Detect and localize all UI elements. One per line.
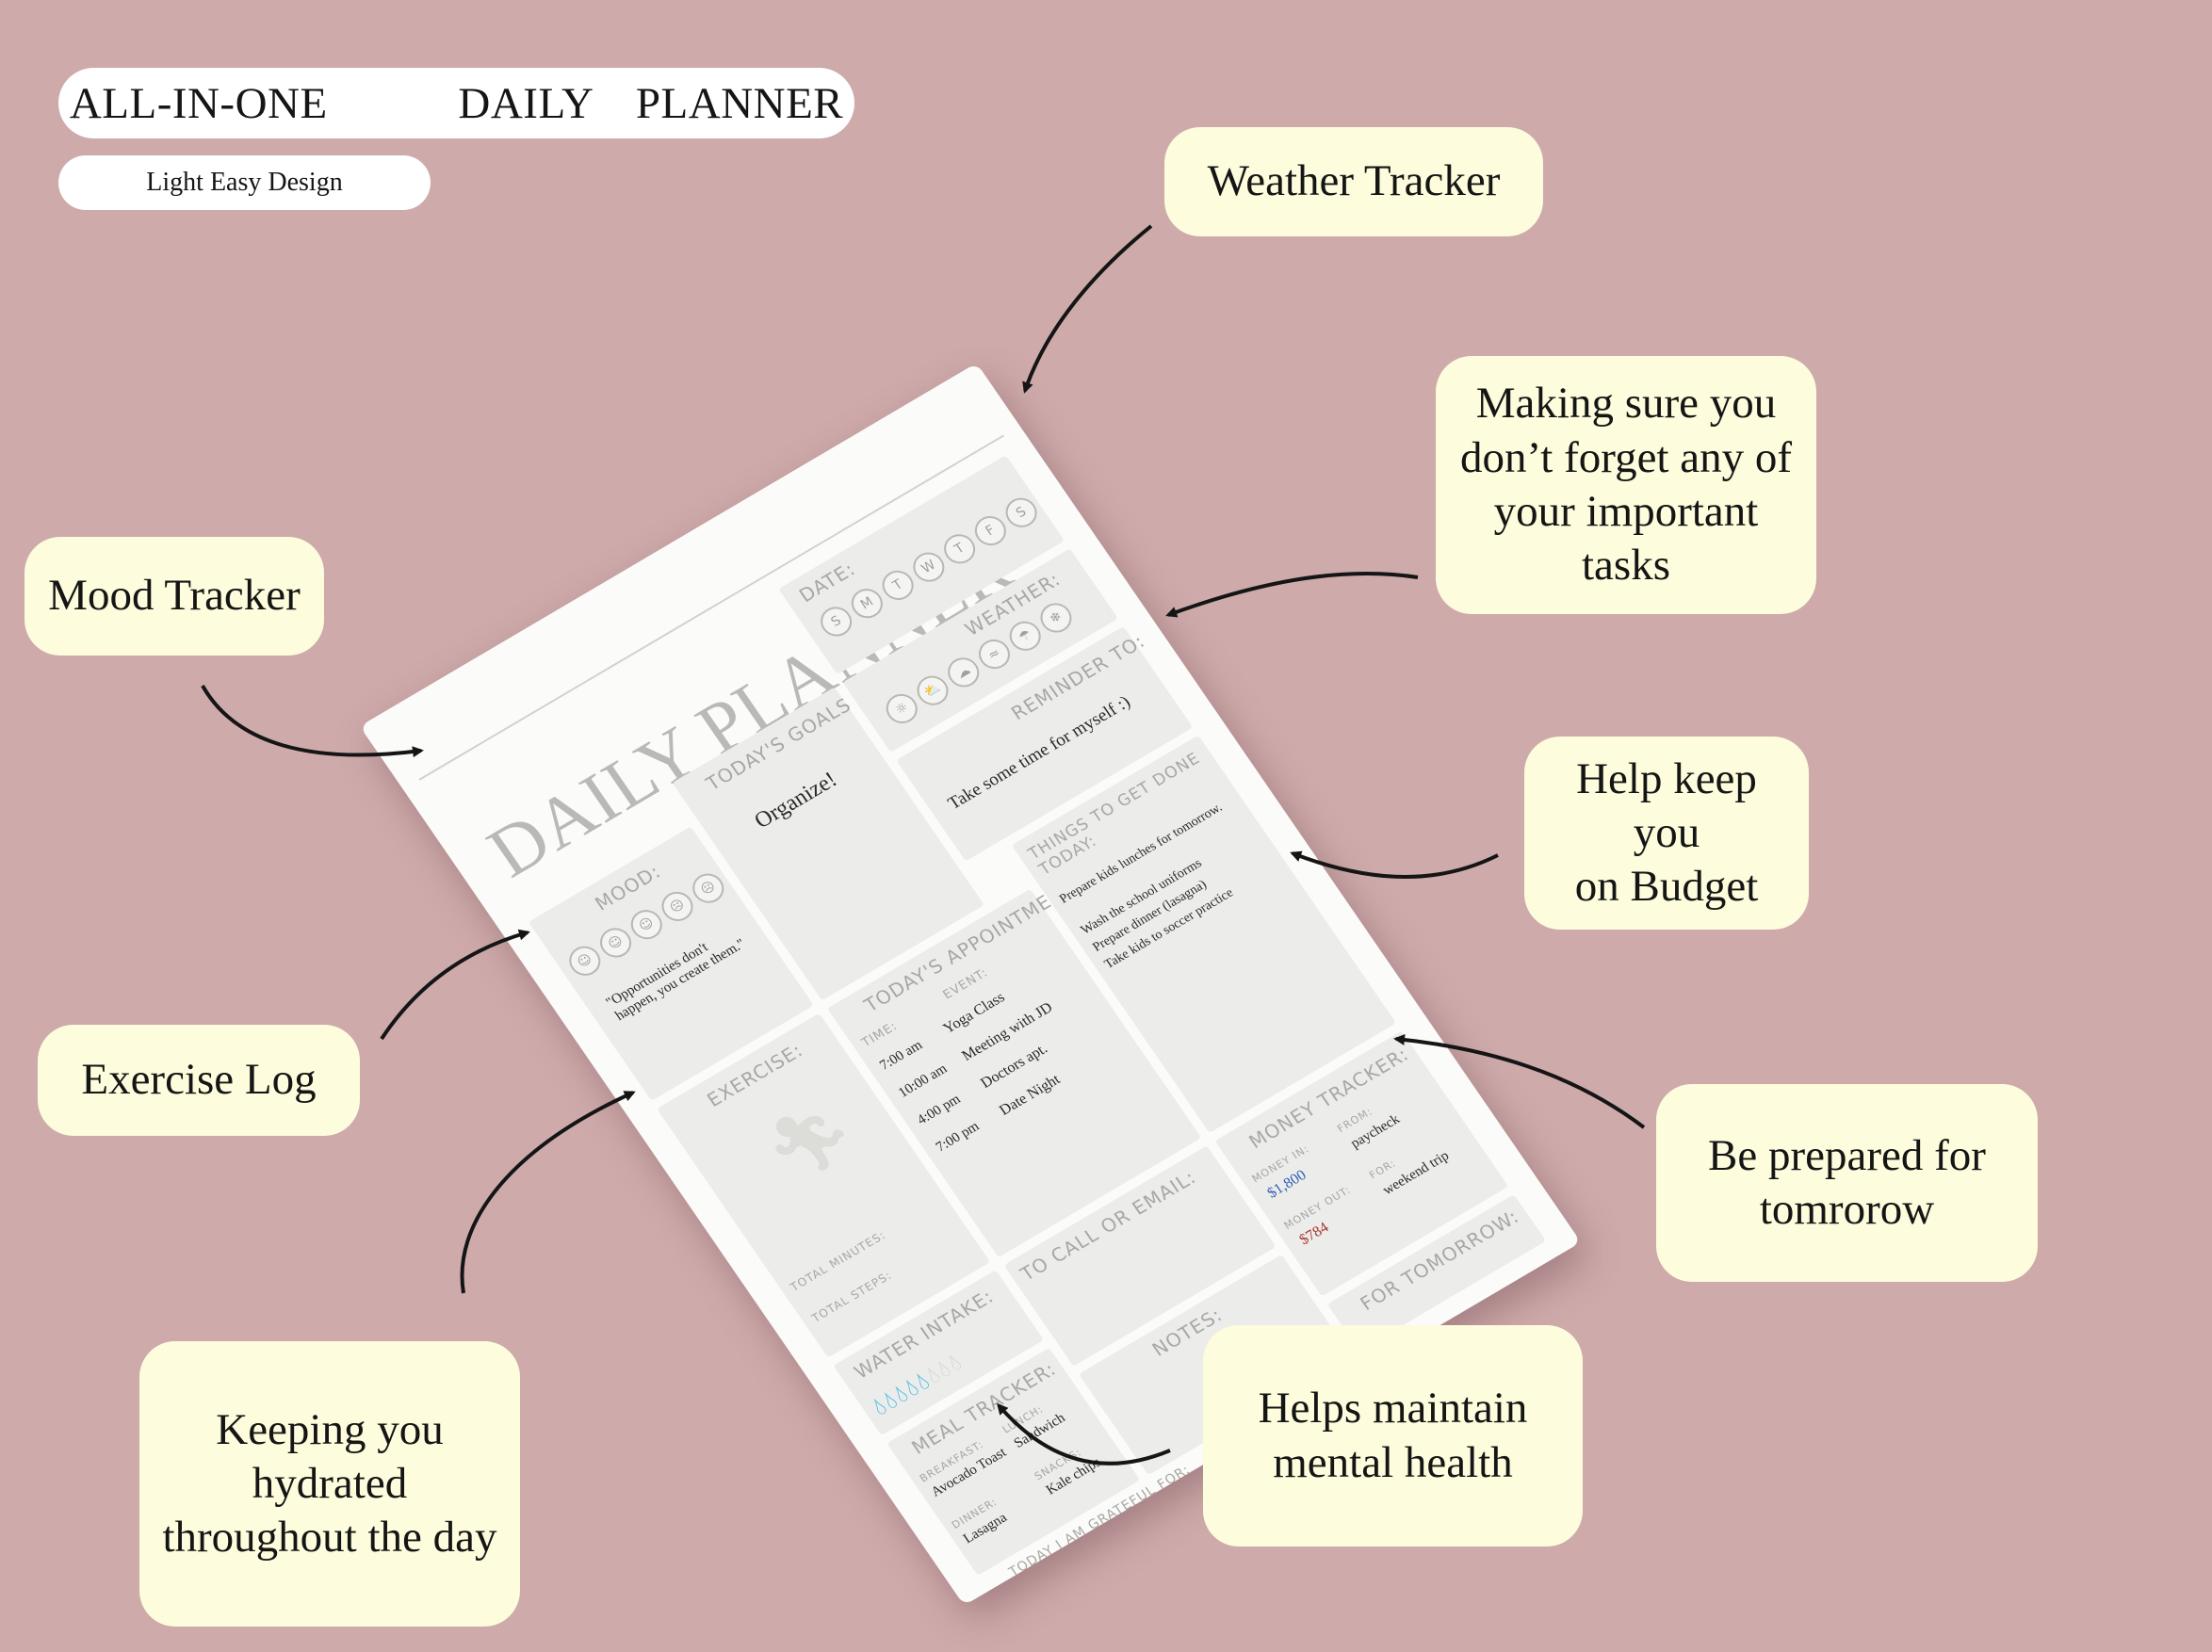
exercise-callout: Exercise Log — [38, 1025, 360, 1136]
page-title: ALL-IN-ONE DAILY PLANNER — [58, 68, 854, 138]
weather-callout: Weather Tracker — [1164, 127, 1543, 236]
subtitle-text: Light Easy Design — [146, 168, 343, 197]
budget-callout: Help keep you on Budget — [1524, 737, 1809, 930]
tomorrow-callout: Be prepared for tomrorow — [1656, 1084, 2038, 1282]
title-text: ALL-IN-ONE DAILY PLANNER — [69, 78, 844, 128]
hydration-callout: Keeping you hydrated throughout the day — [139, 1341, 520, 1627]
mood-callout: Mood Tracker — [24, 537, 324, 656]
mental-callout: Helps maintain mental health — [1203, 1325, 1583, 1547]
page-subtitle: Light Easy Design — [58, 155, 431, 210]
tasks-callout: Making sure you don’t forget any of your… — [1436, 356, 1816, 614]
